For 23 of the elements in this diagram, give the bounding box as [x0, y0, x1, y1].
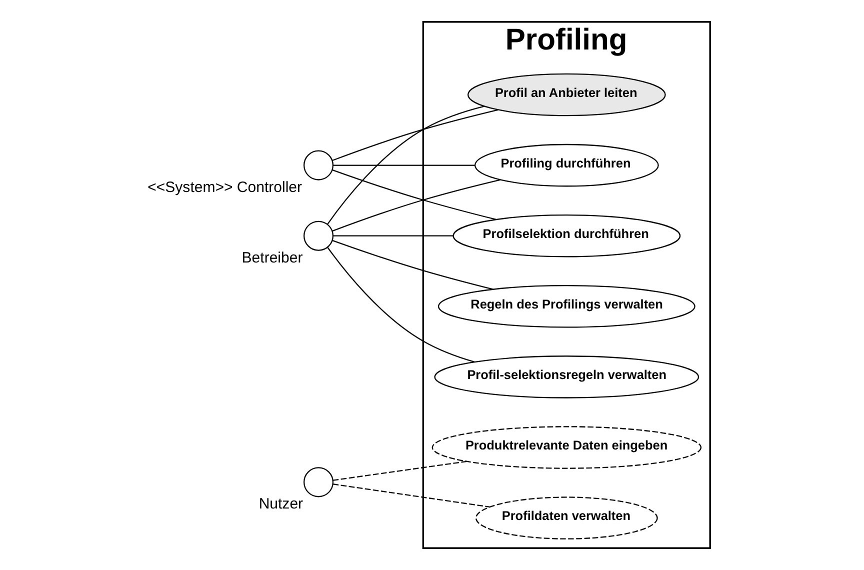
node-ellipse: Profildaten verwalten — [474, 496, 658, 540]
connector — [326, 247, 474, 362]
connector — [332, 460, 466, 481]
node-ellipse: Profil an Anbieter leiten — [466, 73, 666, 116]
connector — [332, 169, 496, 220]
connector — [332, 235, 453, 236]
connector — [332, 240, 493, 290]
node-ellipse: Profil-selektionsregeln verwalten — [434, 356, 699, 398]
node-ellipse: Profilselektion durchführen — [452, 214, 680, 258]
connector — [332, 179, 500, 232]
connector — [332, 164, 474, 166]
connector — [332, 484, 490, 508]
node-ellipse: Produktrelevante Daten eingeben — [431, 426, 702, 469]
node-person — [302, 150, 334, 180]
node-person — [302, 467, 334, 498]
connector — [332, 109, 498, 162]
node-label: Betreiber — [241, 249, 302, 266]
node-person — [302, 220, 334, 251]
node-ellipse: Regeln des Profilings verwalten — [437, 285, 695, 328]
node-label: Nutzer — [258, 496, 303, 513]
connector — [326, 106, 484, 224]
node-ellipse: Profiling durchführen — [474, 144, 658, 187]
node-label: <<System>> Controller — [147, 178, 302, 196]
